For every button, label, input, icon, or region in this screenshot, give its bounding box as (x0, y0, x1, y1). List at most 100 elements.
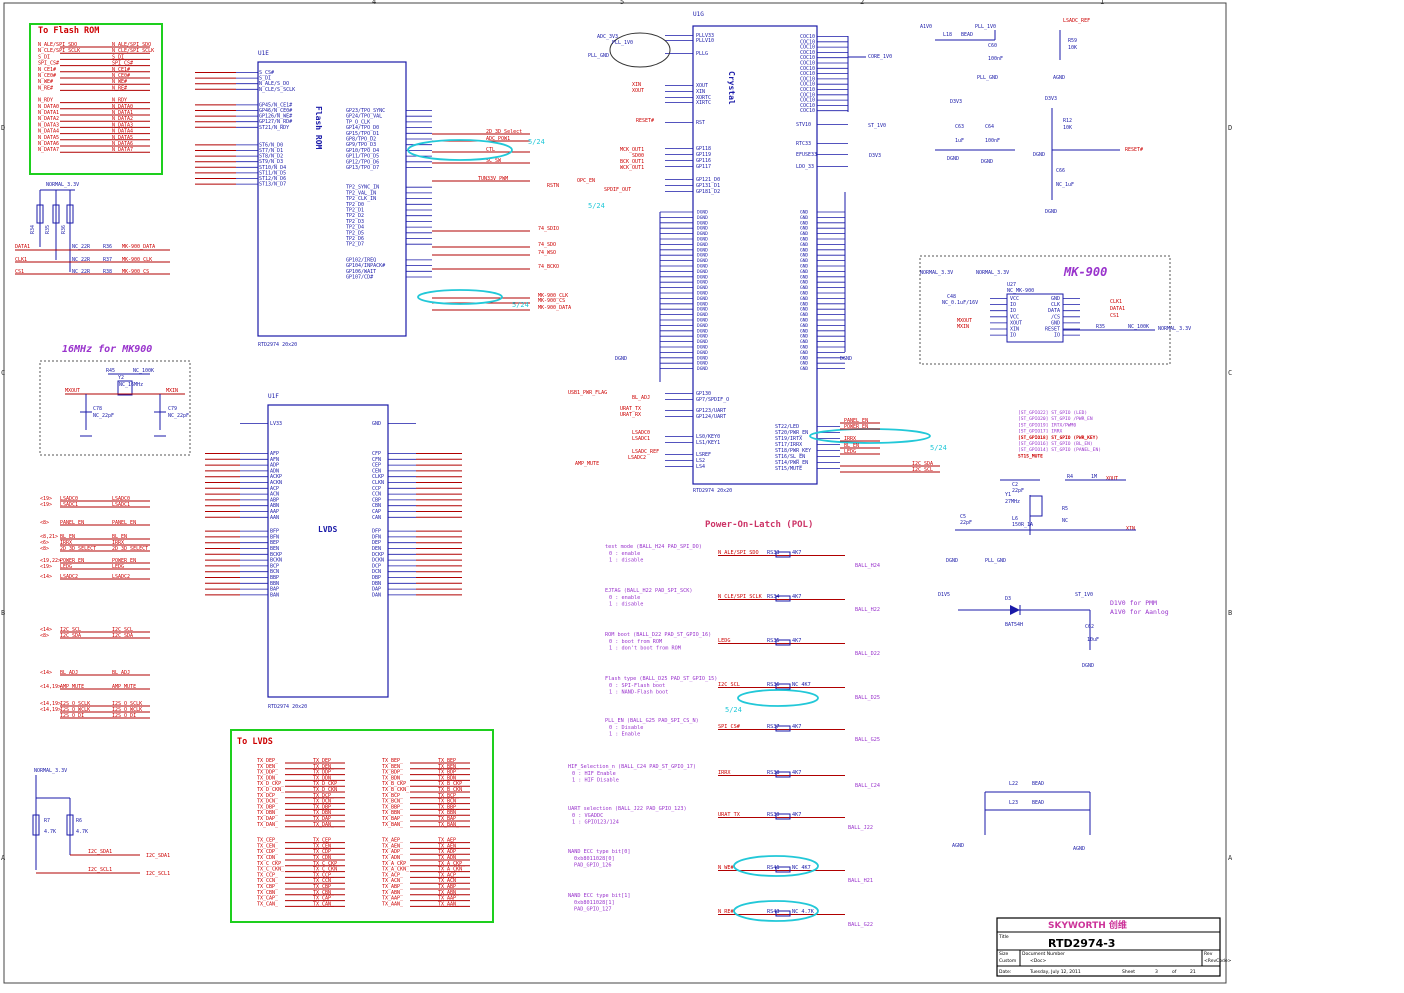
lvds-signal-label: TX_BDP_ (438, 770, 460, 776)
ref-label: <19> (40, 496, 52, 502)
gnd-pin-label: DGND (697, 264, 708, 270)
ic-pin-label: CLKP (372, 474, 384, 480)
net-label: LSADC2 (628, 455, 646, 461)
lvds-signal-label: TX_BAP_ (438, 816, 460, 822)
title-label: Title (998, 934, 1009, 940)
lvds-signal-label: TX_ADN_ (382, 855, 404, 861)
lvds-signal-label: TX_ABP_ (438, 884, 460, 890)
ic-pin-label: COC10 (800, 55, 815, 61)
ball-label: BALL_H21 (848, 878, 873, 884)
date-value: Tuesday, July 12, 2011 (1029, 969, 1081, 975)
lvds-signal-label: TX_DCP_ (313, 793, 335, 799)
ref-label: <8> (40, 633, 49, 639)
ic-pin-label: GP126/N_WE# (259, 114, 292, 120)
lvds-signal-label: TX_DBP_ (313, 804, 335, 810)
gnd-pin-label: GND (800, 291, 808, 297)
gnd-pin-label: GND (800, 307, 808, 313)
ic-pin-label: COC10 (800, 45, 815, 51)
pol-entry-title: PLL_EN (BALL_G25 PAD_SPI_CS_N) (605, 718, 699, 724)
flash-signal-label: N_DATA4 (38, 129, 59, 135)
gnd-pin-label: GND (800, 318, 808, 324)
ic-pin-label: DFP (372, 529, 381, 535)
gnd-pin-label: GND (800, 274, 808, 280)
lvds-signal-label: TX_A_CKP_ (382, 861, 410, 867)
signal-label: LSADC1 (60, 502, 78, 508)
ic-pin-label: LSREF (696, 452, 711, 458)
ic-pin-label: TP_O_CLK (346, 119, 370, 125)
part-label: NC_1uF (1056, 182, 1074, 188)
highlight-ellipse (733, 900, 819, 922)
ic-pin-label: DBN (372, 581, 381, 587)
gnd-pin-label: GND (800, 231, 808, 237)
net-label: LEDG (844, 449, 856, 455)
signal-label: I2S_O_DI (60, 713, 84, 719)
title-block: SKYWORTH 创维 Title RTD2974-3 Size Custom … (996, 917, 1232, 977)
ref-label: <14,19> (40, 701, 61, 707)
net-label: LSADC_REF (632, 449, 659, 455)
ic-pin-label: TP2_D1 (346, 208, 364, 214)
net-label: MCK_OUT1 (620, 147, 644, 153)
ic-block: LVDS (318, 525, 337, 534)
gpio-notes: [ST_GPIO22] ST_GPIO (LED)[ST_GPIO20] ST_… (1018, 410, 1101, 459)
resistor-ref: R37 (103, 257, 112, 263)
net-label: AGND (1053, 75, 1065, 81)
ic-pin-label: BAP (270, 587, 279, 593)
ic-pin-label: TP2_D5 (346, 230, 364, 236)
lvds-signal-label: TX_AEN_ (438, 843, 460, 849)
net-label: MK-900_CLK (538, 293, 568, 299)
ic-pin-label: COC10 (800, 34, 815, 40)
ref-label: <19> (40, 564, 52, 570)
signal-label: I2S_O_WCLK (112, 707, 142, 713)
net-label: SD00 (632, 153, 644, 159)
rev-label: Rev (1204, 951, 1213, 957)
col-marker: 2 (860, 0, 864, 6)
net-label: A1V0 (920, 24, 932, 30)
pol-entry-title: NAND ECC type bit[1] (568, 893, 630, 899)
ic-pin-label: COC10 (800, 39, 815, 45)
ic-pin-label: CLK (1051, 302, 1060, 308)
ic-block: Flash ROM (314, 106, 323, 150)
mark-524: 5/24 (930, 444, 947, 452)
gnd-pin-label: GND (800, 339, 808, 345)
ic-pin-label: ST15/MUTE (775, 466, 802, 472)
lvds-signal-label: TX_AAN_ (438, 901, 460, 907)
ic-block: Crystal (727, 71, 736, 105)
lvds-signal-label: TX_ADN_ (438, 855, 460, 861)
lvds-signal-label: TX_BBP_ (382, 804, 404, 810)
ic-pin-label: BCKP (270, 552, 282, 558)
lvds-signal-label: TX_ACP_ (438, 872, 460, 878)
net-label: AMP_MUTE (575, 461, 599, 467)
ic-pin-label: RST (696, 120, 705, 126)
signal-label: PANEL_EN (112, 520, 136, 526)
gnd-pin-label: GND (800, 226, 808, 232)
ic-pin-label: TP2_D4 (346, 225, 364, 231)
gpio-note: [ST_GPIO20] ST_GPIO /PWR_EN (1018, 416, 1093, 422)
lvds-signal-label: TX_CEP_ (257, 838, 279, 844)
gnd-pin-label: DGND (697, 350, 708, 356)
ic-pin-label: XIN (1010, 327, 1019, 333)
ic-pin-label: RTC33 (796, 141, 811, 147)
part-label: C2 (1012, 482, 1018, 488)
net-label: PANEL_EN (844, 418, 868, 424)
net-label: RESET# (636, 118, 654, 124)
ic-pin-label: ST20/PWR_EN (775, 430, 808, 436)
resistor-ref: RS37 (767, 724, 780, 730)
lvds-signal-label: TX_CCN_ (257, 878, 279, 884)
lvds-signal-label: TX_DBN_ (257, 810, 279, 816)
ic-pin-label: RESET (1045, 327, 1060, 333)
ball-label: BALL_C24 (855, 783, 880, 789)
part-label: BEAD (1032, 800, 1044, 806)
ic-pin-label: COC10 (800, 108, 815, 114)
ic-pin-label: VCC (1010, 296, 1019, 302)
lvds-signal-label: TX_B_CKP_ (382, 781, 410, 787)
row-marker: B (1, 609, 5, 617)
ball-label: BALL_H24 (855, 563, 880, 569)
mark-524: 5/24 (588, 202, 605, 210)
lvds-signal-label: TX_BEN_ (438, 764, 460, 770)
resistor-label: R35 (45, 225, 51, 234)
part-label: R59 (1068, 38, 1077, 44)
ic-pin-label: TP2_D7 (346, 242, 364, 248)
signal-label: I2C_SCL (60, 627, 81, 633)
resistor-value: NC_4.7K (792, 909, 815, 915)
